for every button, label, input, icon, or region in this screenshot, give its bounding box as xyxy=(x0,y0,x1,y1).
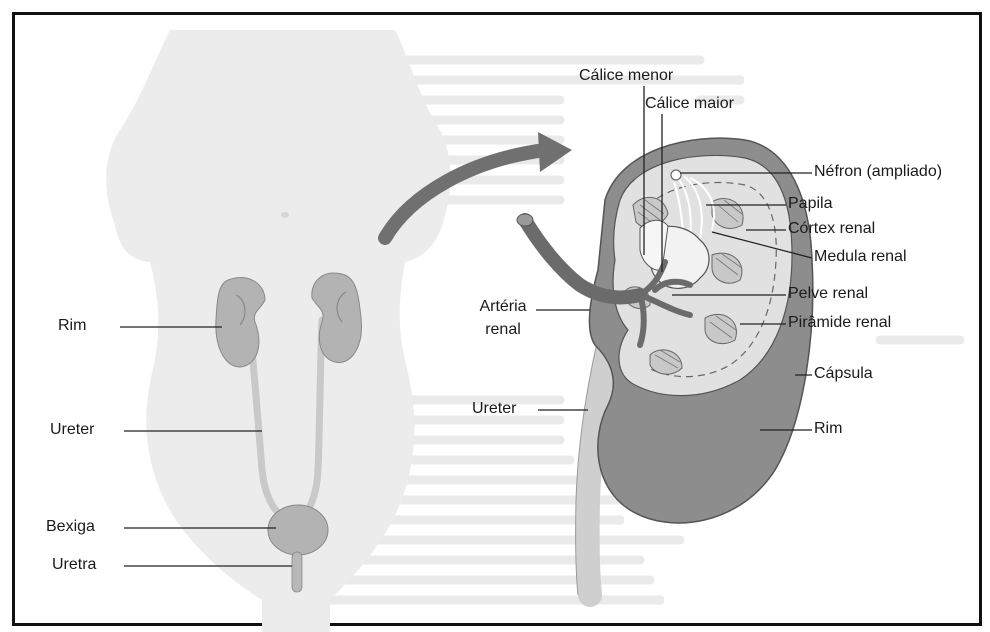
nephron-glomerulus xyxy=(671,170,681,180)
label-cortex: Córtex renal xyxy=(788,220,875,238)
label-arteria-line1: Artéria xyxy=(470,298,536,316)
label-medula: Medula renal xyxy=(814,248,907,266)
label-papila: Papila xyxy=(788,195,832,213)
navel-shadow xyxy=(281,212,289,218)
label-kidney-rim: Rim xyxy=(814,420,842,438)
label-kidney-ureter: Ureter xyxy=(472,400,516,418)
label-ureter: Ureter xyxy=(50,421,94,439)
label-nefron: Néfron (ampliado) xyxy=(814,163,942,181)
bladder xyxy=(268,505,328,555)
label-pelve: Pelve renal xyxy=(788,285,868,303)
label-capsula: Cápsula xyxy=(814,365,873,383)
label-arteria-line2: renal xyxy=(470,321,536,339)
label-uretra: Uretra xyxy=(52,556,96,574)
label-rim: Rim xyxy=(58,317,86,335)
urethra xyxy=(292,552,302,592)
renal-artery-cut xyxy=(517,214,533,226)
label-bexiga: Bexiga xyxy=(46,518,95,536)
label-piramide: Pirâmide renal xyxy=(788,314,891,332)
label-calice-maior: Cálice maior xyxy=(645,95,734,113)
label-calice-menor: Cálice menor xyxy=(579,67,673,85)
